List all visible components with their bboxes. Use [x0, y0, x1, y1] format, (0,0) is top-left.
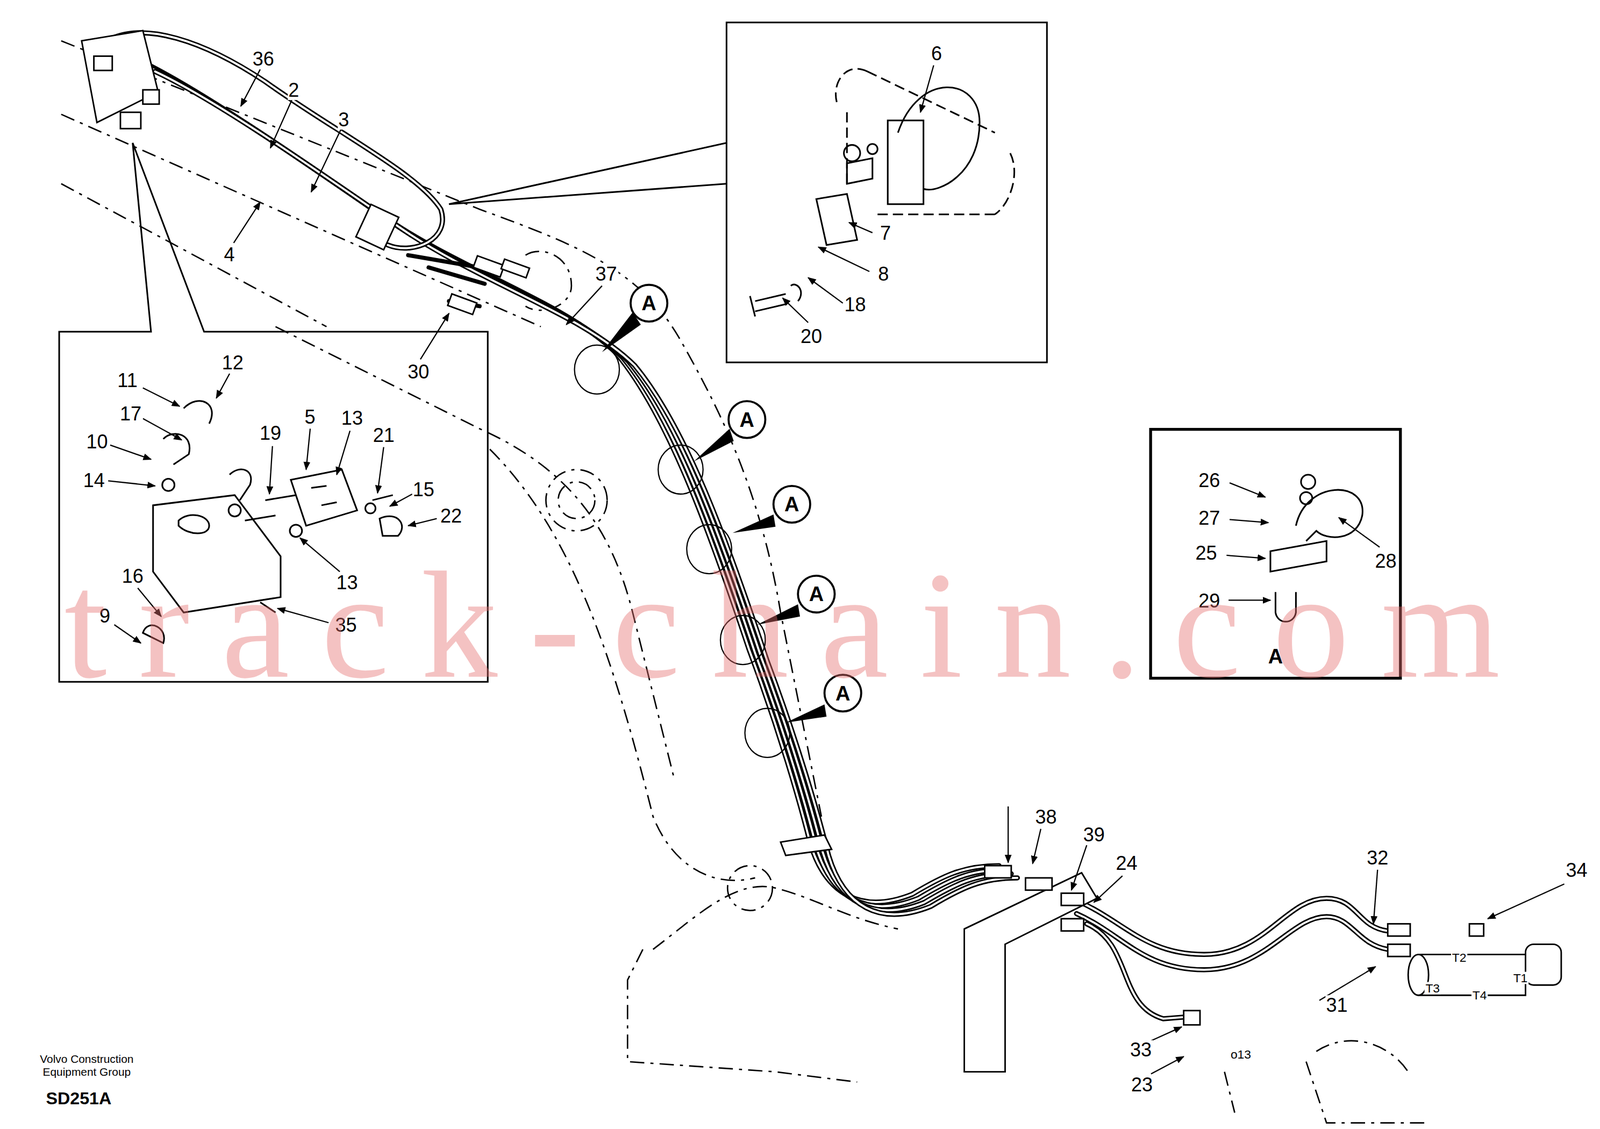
- callout-number: 10: [84, 431, 109, 451]
- callout-number: 18: [843, 294, 868, 314]
- watermark: track-chain.com: [63, 548, 1534, 702]
- callout-number: 13: [340, 408, 364, 428]
- callout-number: 11: [116, 369, 139, 390]
- callout-number: 7: [879, 223, 892, 243]
- port-label: T3: [1424, 982, 1441, 995]
- callout-number: 39: [1082, 824, 1106, 844]
- callout-number: 19: [258, 423, 283, 443]
- port-label: T1: [1512, 972, 1529, 985]
- callout-number: 26: [1197, 469, 1221, 490]
- callout-number: 32: [1365, 847, 1390, 868]
- callout-number: 38: [1034, 806, 1059, 827]
- callout-number: 4: [223, 244, 237, 264]
- callout-number: 17: [118, 403, 143, 424]
- port-label: o13: [1229, 1048, 1253, 1061]
- callout-number: 14: [82, 469, 106, 490]
- detail-callout-circle: A: [629, 283, 669, 323]
- callout-number: 21: [372, 425, 396, 445]
- detail-callout-circle: A: [772, 484, 812, 524]
- callout-number: 8: [876, 263, 890, 284]
- detail-letter: A: [739, 409, 755, 430]
- detail-letter: A: [784, 494, 799, 515]
- callout-number: 15: [411, 479, 436, 499]
- callout-number: 6: [930, 43, 944, 63]
- callout-number: 27: [1197, 508, 1221, 528]
- callout-number: 2: [287, 80, 300, 100]
- detail-letter: A: [641, 293, 656, 314]
- port-label: T2: [1451, 951, 1468, 964]
- callout-number: 31: [1325, 994, 1349, 1014]
- callout-number: 24: [1115, 852, 1139, 873]
- callout-number: 22: [439, 505, 463, 526]
- detail-callout-circle: A: [727, 400, 767, 439]
- callout-number: 23: [1130, 1074, 1154, 1094]
- callout-number: 33: [1129, 1039, 1153, 1060]
- port-label: T4: [1471, 989, 1488, 1002]
- callout-number: 36: [251, 48, 276, 68]
- drawing-code: SD251A: [45, 1089, 113, 1107]
- callout-number: 30: [406, 361, 431, 382]
- callout-number: 3: [337, 109, 350, 130]
- callout-number: 20: [799, 326, 824, 346]
- callout-number: 37: [594, 263, 619, 284]
- callout-number: 12: [220, 352, 245, 373]
- callout-number: 5: [303, 406, 317, 427]
- maker-note: Volvo Construction Equipment Group: [28, 1052, 145, 1080]
- callout-number: 34: [1565, 860, 1589, 880]
